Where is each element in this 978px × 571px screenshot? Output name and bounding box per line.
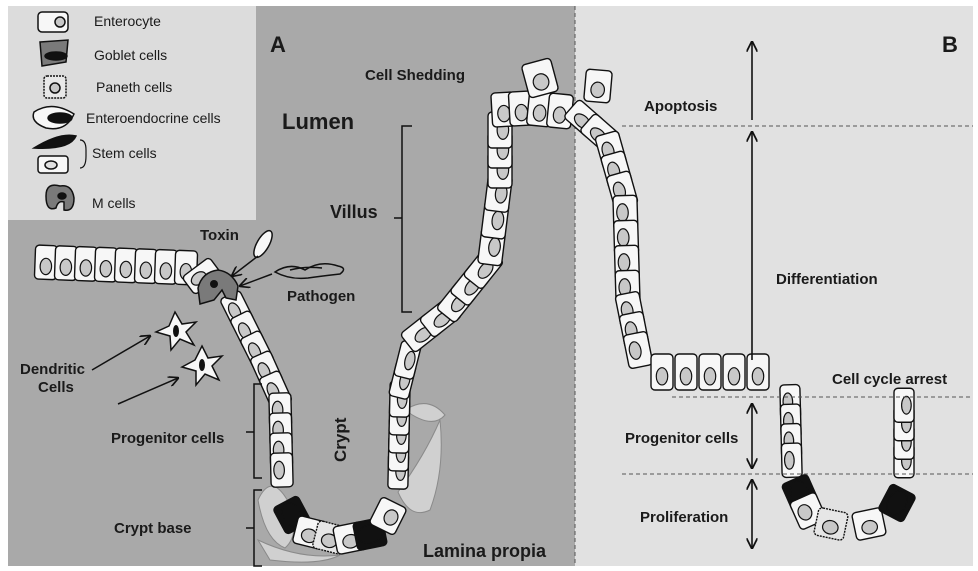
crypt-label: Crypt <box>331 417 350 462</box>
panel-b-letter: B <box>942 32 958 57</box>
goblet-cell-icon <box>40 40 68 66</box>
legend-label-enterocyte: Enterocyte <box>94 13 161 29</box>
pathogen-label: Pathogen <box>287 288 355 305</box>
legend-label-enteroendocrine: Enteroendocrine cells <box>86 110 221 126</box>
cell-shedding-label: Cell Shedding <box>365 67 465 84</box>
legend-label-stem: Stem cells <box>92 145 157 161</box>
enterocyte-cell <box>651 354 673 390</box>
enterocyte-cell <box>699 354 721 390</box>
legend-label-m-cells: M cells <box>92 195 136 211</box>
crypt-base-label: Crypt base <box>114 520 192 537</box>
lamina-propia-label: Lamina propia <box>423 541 547 561</box>
dendritic-label-line2: Cells <box>38 379 74 396</box>
enterocyte-cell <box>675 354 697 390</box>
enterocyte-cell <box>270 453 293 488</box>
lumen-label: Lumen <box>282 109 354 134</box>
apoptosis-label: Apoptosis <box>644 98 717 115</box>
cell-cycle-arrest-label: Cell cycle arrest <box>832 371 947 388</box>
villus-label: Villus <box>330 202 378 222</box>
panel-a-letter: A <box>270 32 286 57</box>
enterocyte-cell <box>584 69 613 103</box>
paneth-cell-icon <box>44 76 66 98</box>
legend-label-paneth: Paneth cells <box>96 79 172 95</box>
enterocyte-cell <box>781 443 802 478</box>
enterocyte-icon <box>38 12 68 32</box>
legend-label-goblet: Goblet cells <box>94 47 167 63</box>
differentiation-label: Differentiation <box>776 271 878 288</box>
proliferation-label: Proliferation <box>640 509 728 526</box>
dendritic-label-line1: Dendritic <box>20 361 85 378</box>
progenitor-label-b: Progenitor cells <box>625 430 738 447</box>
toxin-label: Toxin <box>200 227 239 244</box>
enterocyte-cell <box>723 354 745 390</box>
progenitor-label-a: Progenitor cells <box>111 430 224 447</box>
enterocyte-cell <box>894 388 914 422</box>
enterocyte-cell <box>747 354 769 390</box>
